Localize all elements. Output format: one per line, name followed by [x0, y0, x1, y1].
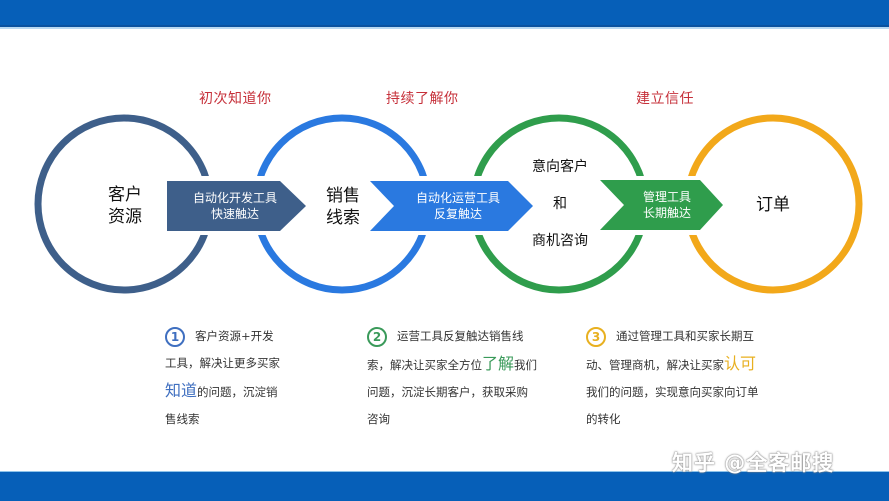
description-highlight: 知道 [165, 381, 198, 400]
description-text: 运营工具反复触达销售线索，解决让买家全方位 [367, 329, 524, 372]
watermark: 知乎 @全客邮搜 [672, 451, 835, 475]
arrow-label-ops-tools: 自动化运营工具 反复触达 [393, 190, 523, 222]
arrow-line: 快速触达 [210, 207, 259, 221]
arrow-ops-tools [370, 181, 533, 231]
arrow-line: 反复触达 [433, 207, 482, 221]
arrow-line: 管理工具 [642, 190, 691, 204]
top-banner-divider [0, 27, 889, 29]
arrow-mgmt-tools [600, 180, 723, 230]
node-line: 销售 [326, 186, 360, 206]
stage-label-know: 初次知道你 [199, 91, 272, 107]
number-3-icon: 3 [586, 327, 606, 347]
arrow-dev-tools [167, 181, 306, 231]
node-order: 订单 [745, 194, 801, 216]
description-text: 我们的问题，实现意向买家向订单的转化 [586, 385, 759, 426]
arrow-line: 长期触达 [642, 206, 691, 220]
node-intent-customers: 意向客户 和 商机咨询 [515, 157, 605, 251]
description-text: 通过管理工具和买家长期互动、管理商机，解决让买家 [586, 329, 754, 372]
description-highlight: 了解 [482, 354, 515, 373]
arrow-label-mgmt-tools: 管理工具 长期触达 [622, 189, 712, 221]
node-line: 商机咨询 [532, 233, 588, 249]
number-2-icon: 2 [367, 327, 387, 347]
number-1-icon: 1 [165, 327, 185, 347]
node-line: 和 [553, 196, 567, 212]
node-customer-resource: 客户 资源 [100, 184, 150, 228]
stage-label-trust: 建立信任 [636, 91, 694, 107]
description-text: 我们问题，沉淀长期客户，获取采购咨询 [367, 358, 538, 426]
arrow-label-dev-tools: 自动化开发工具 快速触达 [170, 190, 300, 222]
node-line: 意向客户 [532, 159, 588, 175]
node-line: 客户 [108, 185, 142, 205]
description-highlight: 认可 [724, 354, 757, 373]
node-sales-leads: 销售 线索 [318, 185, 368, 229]
description-text: 客户资源+开发工具，解决让更多买家 [165, 329, 280, 370]
arrow-line: 自动化开发工具 [192, 191, 277, 205]
arrow-line: 自动化运营工具 [415, 191, 500, 205]
node-line: 线索 [326, 208, 360, 228]
top-banner [0, 0, 889, 27]
node-line: 资源 [108, 207, 142, 227]
stage-label-understand: 持续了解你 [386, 91, 459, 107]
bottom-banner [0, 471, 889, 501]
node-line: 订单 [756, 195, 790, 215]
description-text: 的问题，沉淀销售线索 [165, 385, 278, 426]
